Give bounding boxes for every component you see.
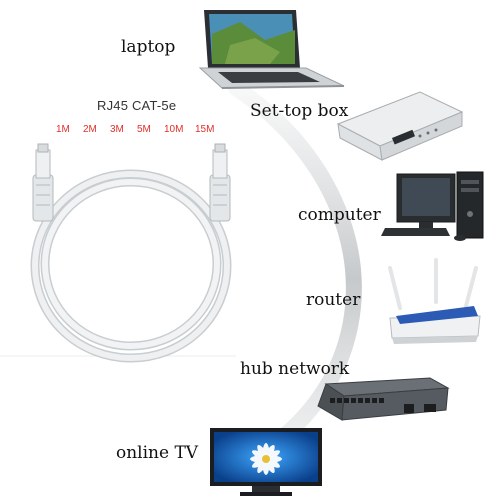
label-set-top-box: Set-top box xyxy=(250,101,349,121)
right-connector xyxy=(209,143,231,222)
label-computer: computer xyxy=(298,205,381,225)
left-connector xyxy=(32,143,54,222)
label-hub-network: hub network xyxy=(240,359,350,379)
length-15m: 15M xyxy=(195,124,215,135)
product-title: RJ45 CAT-5e xyxy=(97,98,177,113)
label-router: router xyxy=(306,290,361,310)
length-2m: 2M xyxy=(83,124,97,135)
length-options: 1M 2M 3M 5M 10M 15M xyxy=(56,124,219,135)
length-10m: 10M xyxy=(164,124,184,135)
length-5m: 5M xyxy=(137,124,151,135)
length-3m: 3M xyxy=(110,124,124,135)
label-laptop: laptop xyxy=(121,37,176,57)
length-1m: 1M xyxy=(56,124,70,135)
label-online-tv: online TV xyxy=(116,443,199,463)
